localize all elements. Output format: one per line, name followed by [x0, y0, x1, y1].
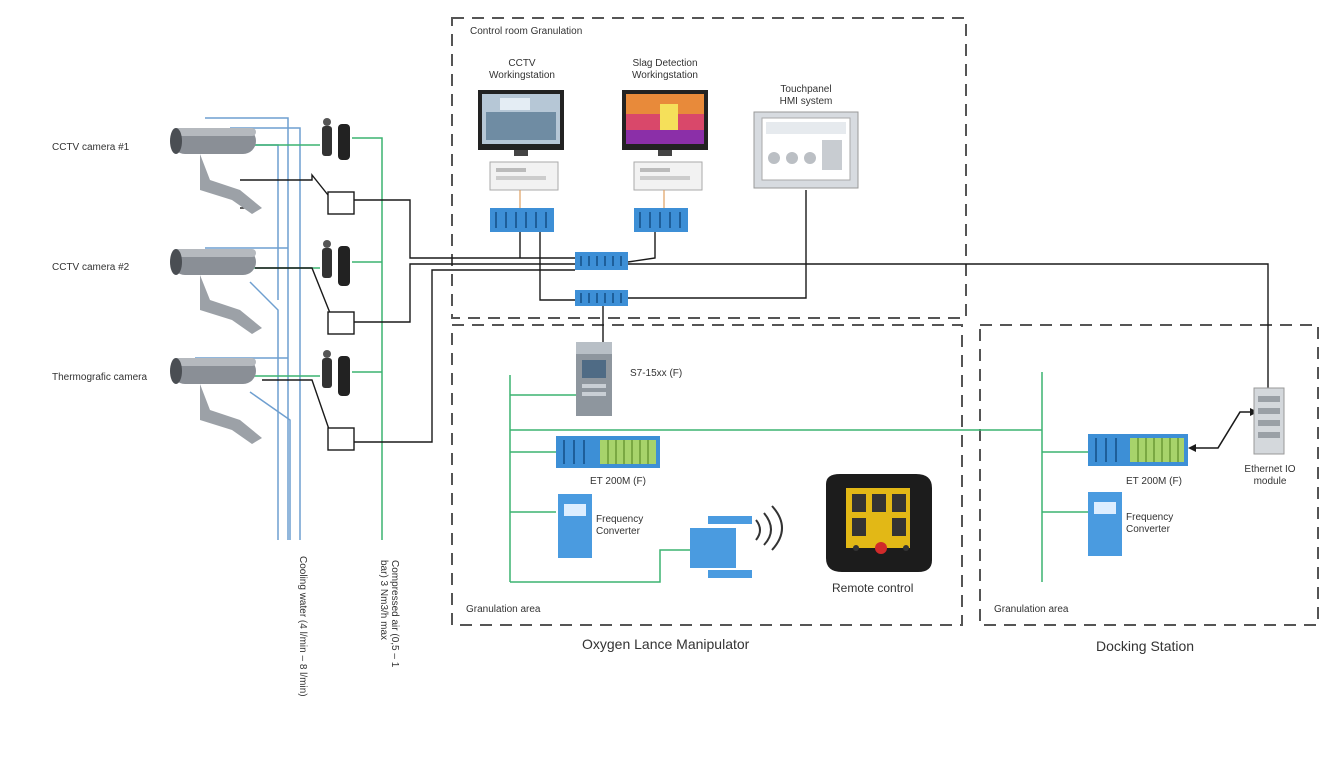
compressed-air-label: Compressed air (0,5 – 1 bar) 3 Nm3/h max: [378, 560, 400, 667]
cooling-water-label: Cooling water (4 l/min – 8 l/min): [297, 556, 308, 697]
ethernet-io-label-line2: module: [1253, 475, 1287, 487]
converter-box-1: [327, 191, 355, 215]
granulation-area-label-b: Granulation area: [994, 604, 1069, 615]
network-lines: [240, 173, 1269, 449]
et200m-icon-b: [1088, 434, 1188, 466]
frequency-converter-label-a-line2: Converter: [596, 525, 640, 537]
converter-box-2: [327, 311, 355, 335]
camera-2-label: CCTV camera #2: [52, 262, 130, 273]
frequency-converter-label-b-line1: Frequency: [1126, 512, 1174, 523]
compressed-air-label-line2: bar) 3 Nm3/h max: [378, 560, 389, 641]
control-room-label: Control room Granulation: [470, 26, 583, 37]
slag-workstation-icon: [622, 90, 708, 208]
arrow-head-et: [1188, 444, 1196, 452]
cctv-workstation-label: CCTV Workingstation: [474, 58, 570, 81]
docking-station-title: Docking Station: [1096, 638, 1195, 654]
hmi-touchpanel-label-line1: Touchpanel: [780, 84, 832, 95]
switch-slag-ws-icon: [634, 208, 688, 232]
switch-central-1-icon: [575, 252, 628, 270]
et200m-label-b: ET 200M (F): [1126, 476, 1182, 487]
air-regulator-icon-1: [322, 118, 350, 160]
slag-workstation-label-line2: Workingstation: [632, 69, 698, 81]
ethernet-io-label-line1: Ethernet IO: [1244, 464, 1296, 475]
compressed-air-label-line1: Compressed air (0,5 – 1: [389, 560, 400, 668]
et200m-label-a: ET 200M (F): [590, 476, 646, 487]
hmi-touchpanel-label: Touchpanel HMI system: [758, 84, 854, 107]
wireless-receiver-icon: [690, 505, 783, 578]
cctv-workstation-icon: [478, 90, 564, 208]
remote-control-icon: [826, 474, 932, 572]
cctv-workstation-label-line2: Workingstation: [489, 69, 555, 81]
camera-icon-3: [170, 358, 262, 444]
camera-icon-1: [170, 128, 262, 214]
cctv-workstation-label-line1: CCTV: [508, 58, 536, 69]
camera-3-label: Thermografic camera: [52, 372, 148, 383]
oxygen-lance-manipulator-title: Oxygen Lance Manipulator: [582, 636, 750, 652]
slag-workstation-label: Slag Detection Workingstation: [616, 58, 714, 81]
hmi-touchpanel-label-line2: HMI system: [779, 95, 833, 107]
plc-s7-icon: [576, 342, 612, 416]
hmi-touchpanel-icon: [753, 111, 859, 189]
frequency-converter-label-a-line1: Frequency: [596, 514, 644, 525]
switch-cctv-ws-icon: [490, 208, 554, 232]
oxygen-lance-box: [451, 324, 963, 626]
air-regulator-icon-3: [322, 350, 350, 396]
camera-1-label: CCTV camera #1: [52, 142, 130, 153]
slag-workstation-label-line1: Slag Detection: [632, 58, 698, 69]
switch-central-2-icon: [575, 290, 628, 306]
granulation-area-label-a: Granulation area: [466, 604, 541, 615]
air-regulator-icon-2: [322, 240, 350, 286]
frequency-converter-icon-a: [558, 494, 592, 558]
frequency-converter-icon-b: [1088, 492, 1122, 556]
docking-station-box: [979, 324, 1319, 626]
et200m-icon-a: [556, 436, 660, 468]
control-room-box: [451, 17, 967, 319]
remote-control-label: Remote control: [832, 581, 914, 595]
frequency-converter-label-b-line2: Converter: [1126, 523, 1170, 535]
ethernet-io-label: Ethernet IO module: [1230, 464, 1310, 487]
ethernet-io-module-icon: [1253, 387, 1285, 455]
plc-label: S7-15xx (F): [630, 368, 683, 379]
converter-box-3: [327, 427, 355, 451]
camera-icon-2: [170, 249, 262, 334]
frequency-converter-label-b: Frequency Converter: [1126, 512, 1173, 535]
frequency-converter-label-a: Frequency Converter: [596, 514, 643, 537]
